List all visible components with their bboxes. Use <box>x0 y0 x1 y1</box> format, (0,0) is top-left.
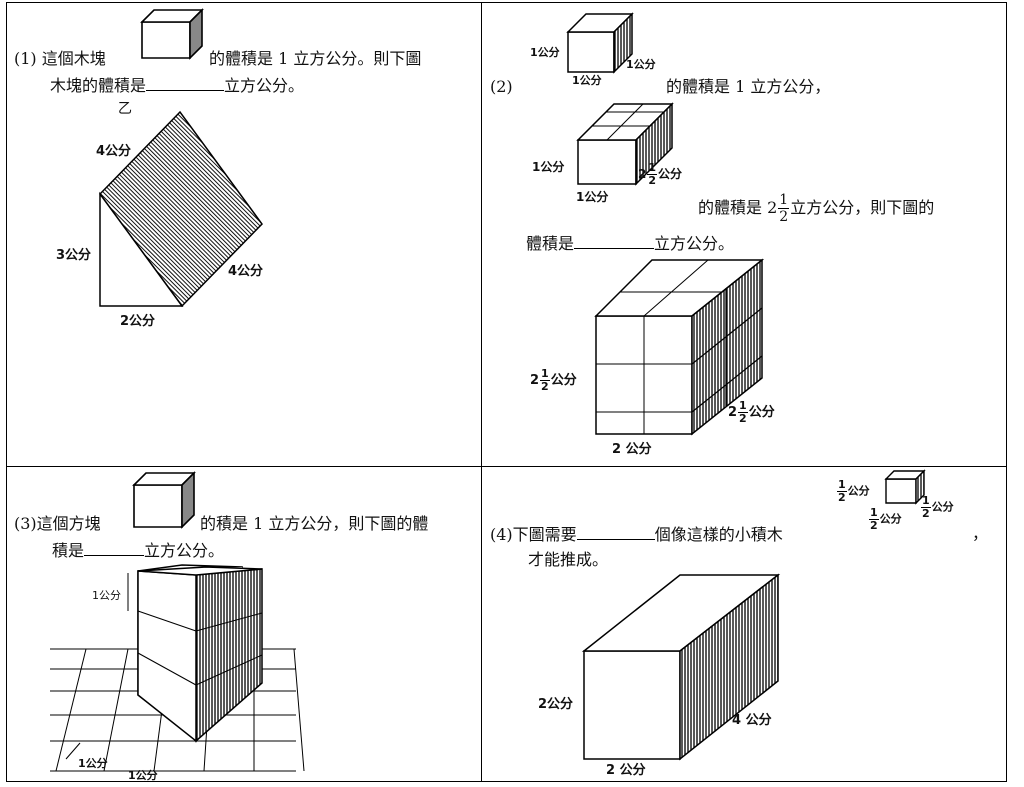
q4-text-a: 下圖需要 <box>512 525 577 544</box>
q1-answer-blank[interactable] <box>146 72 225 91</box>
q1-dim-left: 3公分 <box>56 248 92 263</box>
q3-label: (3) <box>14 514 37 533</box>
q2-big-w: 2 公分 <box>612 442 652 457</box>
q4-small-w-den: 2 <box>870 519 878 532</box>
q2-answer-blank[interactable] <box>574 230 655 249</box>
q4-small-cube-icon <box>884 469 926 505</box>
q2-unit-cube-icon <box>566 12 634 74</box>
q1-text-a: 這個木塊 <box>41 49 106 68</box>
q4-small-w-unit: 公分 <box>879 512 902 526</box>
q2-bar-d-unit: 公分 <box>658 167 683 181</box>
q4-dim-d: 4 公分 <box>732 713 772 728</box>
question-1: (1) 這個木塊 的體積是 1 立方公分。則下圖 木塊的體積是 立方公分。 乙 4… <box>6 2 480 463</box>
q2-big-h-whole: 2 <box>530 373 540 388</box>
q2-big-h-unit: 公分 <box>550 373 577 388</box>
q3-text-b: 的積是 1 立方公分，則下圖的體 <box>200 514 429 533</box>
q2-frac-num: 1 <box>778 192 790 209</box>
q2-bar-w: 1公分 <box>576 190 609 204</box>
q2-text-b: 的體積是 2 <box>698 198 778 217</box>
q1-dim-top: 4公分 <box>96 144 132 159</box>
q2-big-d-den: 2 <box>739 412 747 425</box>
q2-cube-w: 1公分 <box>572 74 602 87</box>
q4-small-h-unit: 公分 <box>847 484 870 498</box>
question-3: (3)這個方塊 的積是 1 立方公分，則下圖的體 積是 立方公分。 <box>6 465 480 782</box>
q2-bar-h: 1公分 <box>532 160 565 174</box>
q2-cube-d: 1公分 <box>626 58 656 71</box>
q4-comma: ， <box>972 524 989 543</box>
q2-big-h-num: 1 <box>540 367 550 381</box>
q2-text-e: 立方公分。 <box>654 234 735 253</box>
q4-answer-blank[interactable] <box>576 521 655 540</box>
q2-frac-den: 2 <box>779 209 789 225</box>
q2-big-d-whole: 2 <box>728 405 738 420</box>
q1-dim-bottom: 2公分 <box>120 314 156 329</box>
q1-text-c: 木塊的體積是 <box>50 76 147 95</box>
q1-label: (1) <box>14 49 37 68</box>
q4-small-d-num: 1 <box>921 494 931 508</box>
q4-small-d-unit: 公分 <box>931 500 954 514</box>
q3-dim-h: 1公分 <box>92 589 121 602</box>
q4-text-c: 才能推成。 <box>528 550 609 569</box>
q3-dim-b: 1公分 <box>128 769 158 782</box>
q2-big-h-den: 2 <box>541 380 549 393</box>
q2-text-c: 立方公分，則下圖的 <box>790 198 935 217</box>
q4-dim-w: 2 公分 <box>606 763 646 778</box>
q2-bar-d-num: 1 <box>647 161 658 175</box>
q3-grid-prism <box>50 564 305 772</box>
q4-large-block <box>581 573 781 761</box>
q4-small-d-den: 2 <box>922 507 930 520</box>
q2-text-a: 的體積是 1 立方公分， <box>666 77 831 96</box>
q2-big-d-num: 1 <box>738 399 748 413</box>
q2-big-block <box>594 258 765 436</box>
q1-text-d: 立方公分。 <box>224 76 305 95</box>
column-divider <box>481 3 482 781</box>
q1-text-b: 的體積是 1 立方公分。則下圖 <box>209 49 422 68</box>
q2-label: (2) <box>490 77 513 96</box>
q2-bar-block <box>576 102 674 186</box>
q3-dim-a: 1公分 <box>78 757 108 770</box>
q2-big-d-unit: 公分 <box>748 405 775 420</box>
q1-mark: 乙 <box>118 101 132 117</box>
q4-label: (4) <box>490 525 513 544</box>
q3-unit-cube-icon <box>132 471 196 529</box>
q2-bar-d-whole: 2 <box>638 167 647 181</box>
q4-small-h-num: 1 <box>837 478 847 492</box>
q1-dim-slant: 4公分 <box>228 264 264 279</box>
q3-answer-blank[interactable] <box>84 537 145 556</box>
q4-small-h-den: 2 <box>838 491 846 504</box>
q2-text-d: 體積是 <box>526 234 575 253</box>
q3-text-c: 積是 <box>52 541 85 560</box>
q4-small-w-num: 1 <box>869 506 879 520</box>
q4-text-b: 個像這樣的小積木 <box>654 525 783 544</box>
row-divider <box>7 466 1006 467</box>
worksheet-table <box>6 2 1007 782</box>
q3-text-d: 立方公分。 <box>144 541 225 560</box>
q3-text-a: 這個方塊 <box>36 514 101 533</box>
q1-triangular-prism <box>99 110 263 308</box>
q2-bar-d-den: 2 <box>648 174 657 187</box>
q1-unit-cube-icon <box>140 8 204 60</box>
q4-dim-h: 2公分 <box>538 697 574 712</box>
q2-cube-h: 1公分 <box>530 46 560 59</box>
